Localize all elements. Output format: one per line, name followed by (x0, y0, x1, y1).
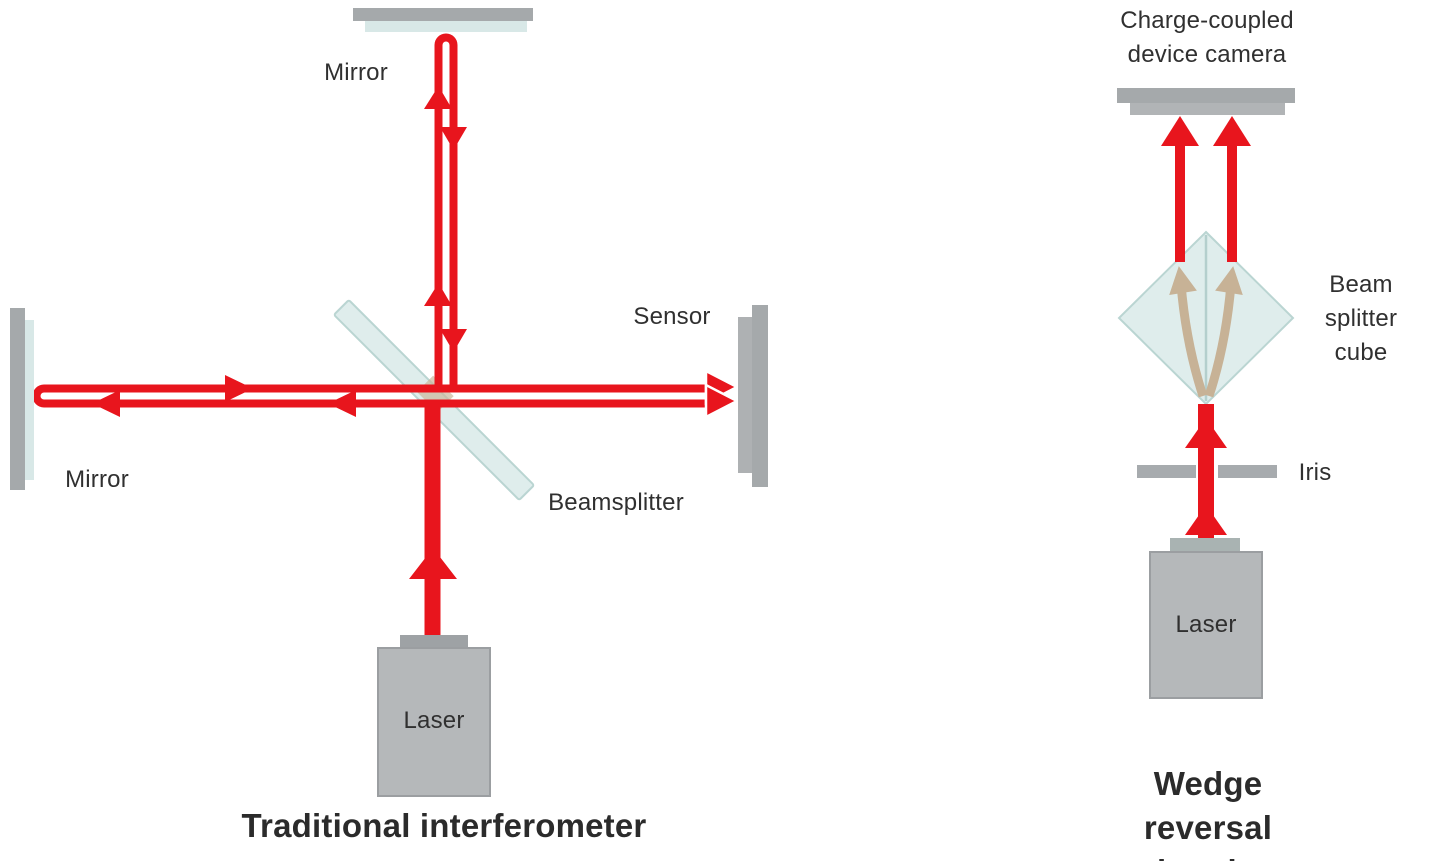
sheared-beam-left-arrowhead (1169, 266, 1197, 296)
iris-right-blade (1218, 465, 1277, 478)
sheared-beams (1169, 266, 1243, 398)
input-beam (1185, 404, 1227, 538)
input-beam-arrowhead-lower (1185, 505, 1227, 535)
sensor-beam-arrowhead-bottom (704, 382, 740, 420)
label-beam-splitter-cube: Beam splitter cube (1324, 271, 1398, 366)
beam-arrow-down-1 (440, 127, 467, 150)
laser-left (377, 635, 491, 797)
input-beam-arrowhead-upper (1185, 418, 1227, 448)
laser-left-body (377, 647, 491, 797)
output-beam-right-arrowhead (1213, 116, 1251, 146)
beam-splitter-cube (1117, 230, 1295, 406)
mirror-top-face-bar (365, 21, 527, 32)
label-ccd-camera: Charge-coupled device camera (1120, 7, 1294, 68)
label-laser-right: Laser (1175, 611, 1237, 638)
laser-right-aperture-cap (1170, 538, 1240, 552)
mirror-left-face-bar (25, 320, 34, 480)
vertical-beam-loop (424, 33, 467, 390)
horizontal-beam-loop (32, 368, 740, 420)
sensor-back-bar (752, 305, 768, 487)
ccd-camera (1117, 88, 1295, 115)
mirror-left (10, 308, 34, 490)
mirror-top (353, 8, 533, 32)
camera-face-bar (1130, 103, 1285, 115)
label-mirror-left: Mirror (65, 466, 129, 493)
beam-arrow-left-2 (328, 390, 356, 417)
traditional-interferometer (10, 8, 768, 797)
output-beam-left-arrowhead (1161, 116, 1199, 146)
iris-left-blade (1137, 465, 1196, 478)
laser-right (1149, 538, 1263, 699)
camera-back-bar (1117, 88, 1295, 103)
vertical-beam-path (434, 33, 458, 390)
label-laser-left: Laser (403, 707, 465, 734)
laser-source-beam (409, 403, 457, 637)
label-beamsplitter: Beamsplitter (548, 489, 684, 516)
beam-arrow-up-1 (424, 86, 452, 109)
mirror-top-back-bar (353, 8, 533, 21)
caption-traditional: Traditional interferometer (241, 807, 647, 844)
beam-arrow-left-1 (92, 390, 120, 417)
beam-arrow-down-2 (440, 329, 467, 352)
sheared-beam-right (1204, 283, 1236, 398)
caption-wedge: Wedge reversal shearing interferometer (1138, 765, 1277, 861)
horizontal-beam-path (32, 384, 710, 408)
beam-arrow-right (225, 375, 253, 402)
sheared-beam-right-arrowhead (1215, 266, 1243, 296)
laser-right-body (1149, 551, 1263, 699)
wedge-shearing-interferometer (1117, 88, 1295, 699)
laser-left-aperture-cap (400, 635, 468, 649)
sheared-beam-left (1176, 283, 1208, 398)
label-iris: Iris (1298, 459, 1332, 486)
mirror-left-back-bar (10, 308, 25, 490)
camera-output-beams (1161, 116, 1251, 262)
sensor-face-bar (738, 317, 752, 473)
sensor-detector (738, 305, 768, 487)
label-mirror-top: Mirror (324, 59, 388, 86)
source-beam-arrowhead-up (409, 548, 457, 579)
label-sensor: Sensor (633, 303, 711, 330)
beam-arrow-up-2 (424, 283, 452, 306)
iris-aperture (1137, 465, 1277, 478)
